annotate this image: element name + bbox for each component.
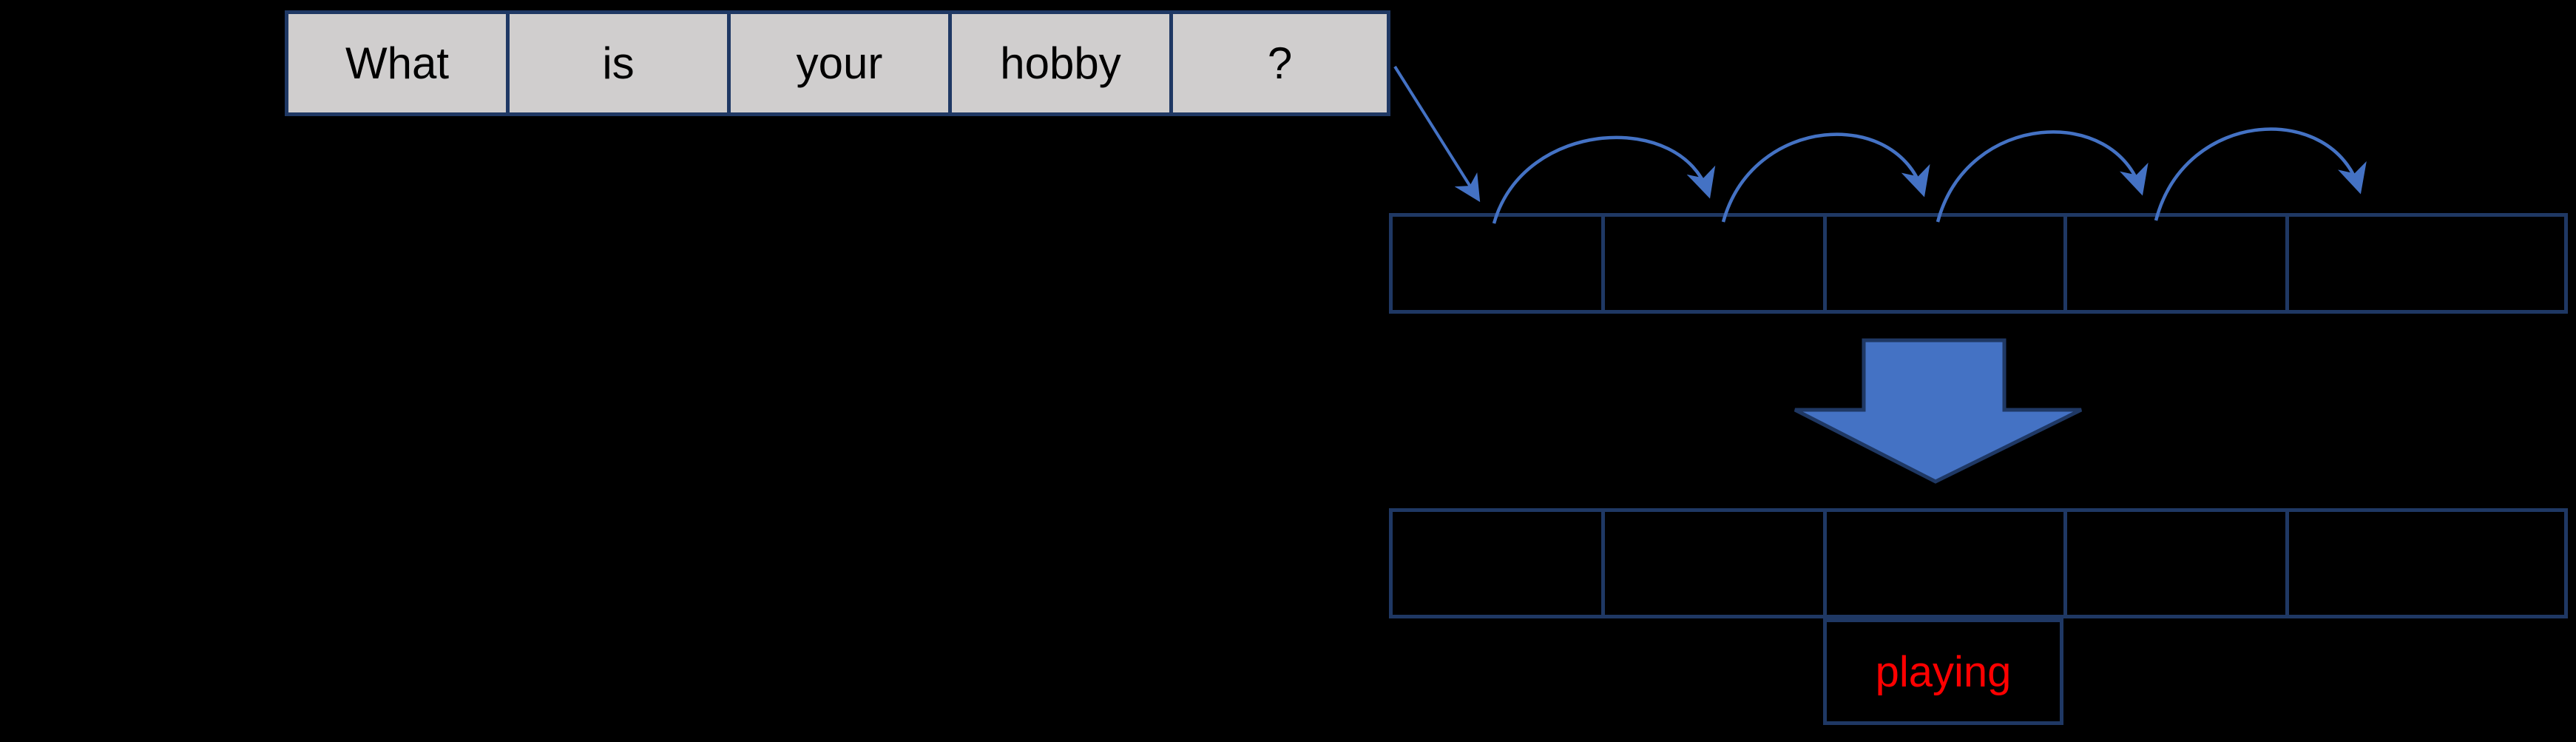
- hop-arrow-icon: [2154, 127, 2367, 221]
- token-cell-what: What: [285, 10, 506, 116]
- input-sentence-row: What is your hobby ?: [285, 10, 1390, 116]
- input-to-encoder-arrow-icon: [1393, 65, 1481, 203]
- big-down-arrow-icon: [1794, 338, 2083, 484]
- decoder-cell: [1389, 508, 1601, 618]
- encoder-row: [1389, 213, 2568, 314]
- hop-arrow-icon: [1936, 130, 2149, 223]
- decoder-cell: [1823, 508, 2063, 618]
- output-word: playing: [1875, 647, 2012, 696]
- encoder-cell: [1389, 213, 1601, 314]
- token-cell-qmark: ?: [1169, 10, 1390, 116]
- decoder-cell: [2063, 508, 2285, 618]
- encoder-cell: [1823, 213, 2063, 314]
- encoder-cell: [2063, 213, 2285, 314]
- hop-arrow-icon: [1721, 132, 1930, 223]
- decoder-cell: [1601, 508, 1823, 618]
- token-cell-is: is: [506, 10, 727, 116]
- token-cell-hobby: hobby: [948, 10, 1169, 116]
- output-word-box: playing: [1823, 618, 2063, 725]
- decoder-row: [1389, 508, 2568, 618]
- encoder-cell: [1601, 213, 1823, 314]
- decoder-cell: [2285, 508, 2568, 618]
- token-cell-your: your: [727, 10, 948, 116]
- encoder-cell: [2285, 213, 2568, 314]
- hop-arrow-icon: [1492, 135, 1716, 224]
